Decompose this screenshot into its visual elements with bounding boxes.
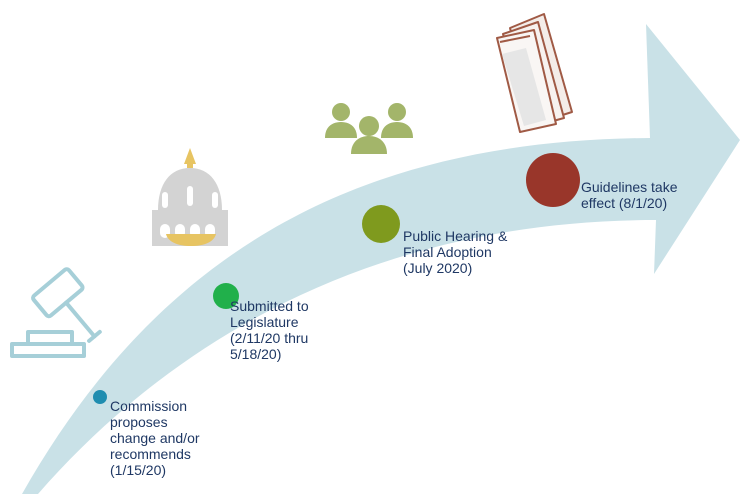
step-dot-guidelines bbox=[526, 153, 580, 207]
document-pages-icon bbox=[496, 13, 573, 133]
step-dot-legislature bbox=[213, 283, 239, 309]
step-label-public-hearing: Public Hearing & Final Adoption (July 20… bbox=[403, 228, 508, 276]
people-group-icon bbox=[325, 103, 413, 154]
step-dot-public-hearing bbox=[362, 205, 400, 243]
capitol-dome-icon bbox=[152, 148, 228, 246]
step-label-legislature: Submitted to Legislature (2/11/20 thru 5… bbox=[230, 298, 309, 362]
step-label-guidelines: Guidelines take effect (8/1/20) bbox=[581, 179, 678, 211]
step-label-commission: Commission proposes change and/or recomm… bbox=[110, 398, 200, 478]
gavel-icon bbox=[10, 267, 102, 358]
timeline-arrow bbox=[22, 24, 740, 494]
step-dot-commission bbox=[93, 390, 107, 404]
